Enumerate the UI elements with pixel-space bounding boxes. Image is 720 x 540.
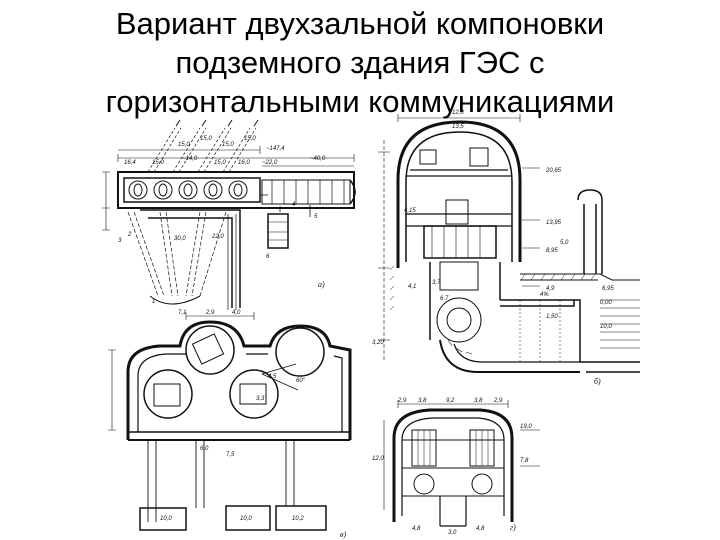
small-dim-8: 7,8: [520, 458, 529, 464]
slide-title: Вариант двухзальной компоновки подземног…: [40, 4, 680, 121]
section-dim-2: 13,5: [452, 124, 464, 130]
level-8: 0,00: [600, 300, 612, 306]
level-5: 4,9: [546, 286, 555, 292]
plan-bottom-dim-5: 4,5: [268, 374, 277, 380]
small-dim-1: 2,9: [397, 398, 407, 404]
plan-top-num-3: 3: [118, 238, 122, 244]
plan-top-units: [128, 180, 248, 200]
section-slope: 4%: [540, 292, 549, 298]
plan-bottom: [108, 312, 352, 531]
plan-bottom-dim-9: 10,0: [240, 516, 252, 522]
plan-bottom-dim-4: 60°: [296, 378, 306, 384]
plan-bottom-dim-1: 7,1: [178, 310, 186, 316]
plan-top-dim-4: 15,0: [214, 160, 226, 166]
small-dim-3: 9,2: [446, 398, 455, 404]
plan-top-hall: [117, 171, 355, 209]
plan-top-dim-1: 16,4: [124, 160, 136, 166]
plan-bottom-dim-2: 2,9: [205, 310, 215, 316]
plan-top-dim-2: 15,0: [152, 160, 164, 166]
level-4: 6,95: [602, 286, 614, 292]
section-dim-4: 4,1: [408, 284, 416, 290]
figure-label-b: б): [594, 377, 601, 386]
section-dim-8: 10,0: [600, 324, 612, 330]
plan-top-dim-8: ~40,0: [310, 156, 326, 162]
plan-bottom-dim-3: 4,0: [232, 310, 241, 316]
section-right: [378, 114, 640, 373]
figure-label-a: а): [318, 280, 325, 289]
figure-label-g: г): [510, 523, 516, 532]
plan-top-dim-14: 15,0: [244, 136, 256, 142]
plan-top-num-1: 1: [152, 299, 155, 305]
plan-top-dim-13: 15,0: [222, 142, 234, 148]
section-dim-5: 6,7: [440, 296, 449, 302]
plan-top-dim-6: ~147,4: [266, 146, 285, 152]
slide-title-line-1: Вариант двухзальной компоновки: [115, 6, 605, 41]
slide-title-line-3: горизонтальными коммуникациями: [105, 84, 615, 119]
section-dim-1: 12,0: [452, 110, 464, 116]
plan-top-num-6: 6: [266, 254, 270, 260]
small-dim-9: 4,8: [412, 526, 421, 532]
plan-top-num-2: 2: [127, 232, 132, 238]
level-2: 13,95: [546, 220, 562, 226]
level-7: 3,20: [372, 340, 384, 346]
section-dim-3: 4,15: [404, 208, 416, 214]
small-dim-11: 4,8: [476, 526, 485, 532]
plan-top: [102, 119, 356, 310]
plan-bottom-dim-7: 7,5: [226, 452, 235, 458]
level-6: 1,50: [546, 314, 558, 320]
plan-top-dim-10: 22,0: [211, 234, 224, 240]
small-dim-2: 3,8: [418, 398, 427, 404]
small-dim-6: 12,0: [372, 456, 384, 462]
small-dim-10: 3,0: [448, 530, 457, 536]
plan-top-dim-11: 15,0: [178, 142, 190, 148]
plan-bottom-dim-8: 10,0: [160, 516, 172, 522]
plan-top-dim-12: 15,0: [200, 136, 212, 142]
plan-bottom-dim-6: 6,0: [200, 446, 209, 452]
small-dim-7: 19,0: [520, 424, 532, 430]
small-dim-4: 3,8: [474, 398, 483, 404]
figure-label-v: в): [340, 530, 346, 539]
section-small: [383, 400, 540, 527]
slide-title-line-2: подземного здания ГЭС с: [175, 45, 545, 80]
small-dim-5: 2,9: [493, 398, 503, 404]
plan-top-num-5: 5: [314, 214, 318, 220]
level-3: 8,95: [546, 248, 558, 254]
plan-bottom-dim-10: 10,2: [292, 516, 304, 522]
plan-top-dim-5: 16,0: [238, 160, 250, 166]
plan-top-dim-3: ~14,0: [182, 156, 198, 162]
plan-top-num-4: 4: [292, 202, 296, 208]
plan-top-dim-9: 30,0: [174, 236, 186, 242]
section-dim-7: 5,0: [560, 240, 569, 246]
plan-bottom-dim-11: 3,3: [256, 396, 265, 402]
section-dim-6: 3,7: [432, 280, 441, 286]
level-1: 20,65: [545, 168, 562, 174]
plan-top-dim-7: ~22,0: [262, 160, 278, 166]
